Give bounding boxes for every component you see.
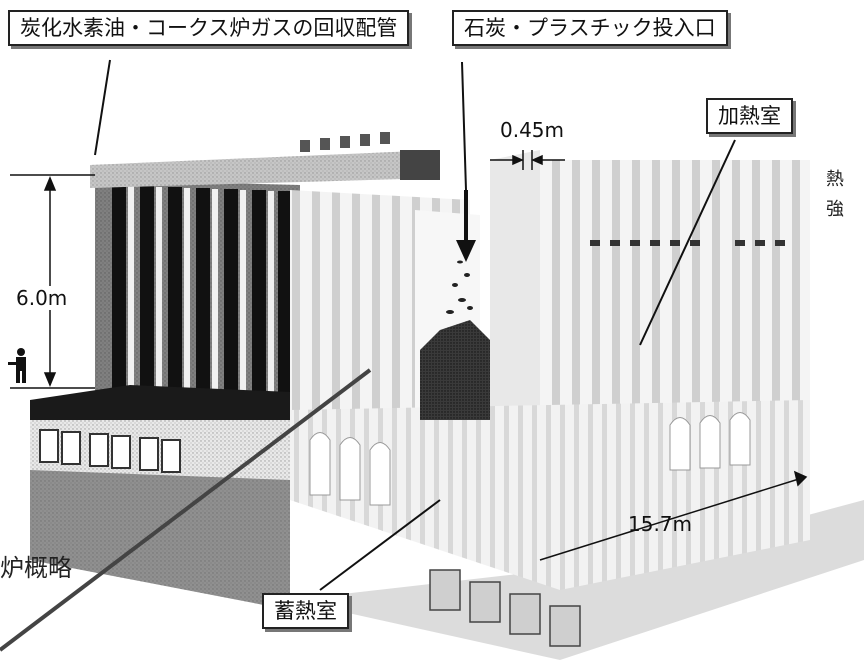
height-dimension [10,174,95,389]
recovery-pipe-main [90,132,440,188]
heating-chamber-label: 加熱室 [706,98,793,134]
leader-lines [0,59,736,652]
gap-dimension-label: 0.45m [500,118,565,142]
side-caption-right-bottom: 強 [826,199,844,220]
regenerator-label: 蓄熱室 [262,593,349,629]
worker-figure-icon [8,348,26,383]
oven-battery-front [95,180,300,420]
side-caption-left: 炉概略 [0,554,72,582]
side-caption-right-top: 熱 [826,169,844,190]
gap-dimension [490,150,565,170]
charging-port-label: 石炭・プラスチック投入口 [452,10,728,46]
height-dimension-label: 6.0m [14,286,70,310]
front-house [30,385,290,610]
length-dimension-label: 15.7m [628,512,693,536]
recovery-pipe-label: 炭化水素油・コークス炉ガスの回収配管 [8,10,410,46]
coal-charge [420,190,490,420]
bottom-ducts [429,569,581,647]
length-dimension [539,470,808,561]
heating-chamber-block [490,150,810,420]
regenerator-block [290,400,810,590]
